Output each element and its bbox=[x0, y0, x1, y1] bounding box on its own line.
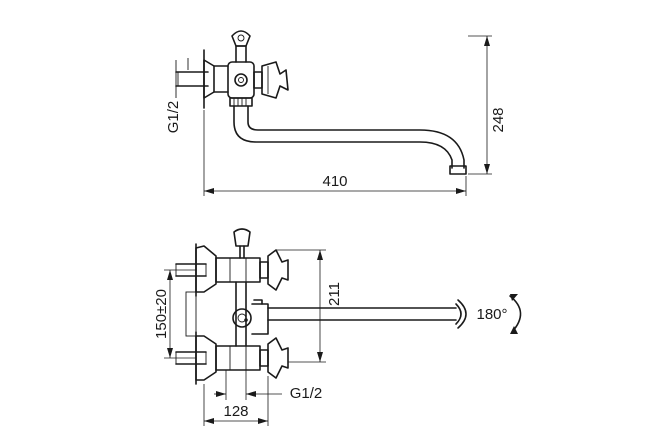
top-view: 248 410 G1/2 bbox=[165, 30, 507, 196]
thread-leader bbox=[214, 370, 282, 400]
dim-128 bbox=[203, 376, 269, 426]
dim-211-label: 211 bbox=[326, 282, 343, 306]
dim-211 bbox=[276, 249, 326, 363]
valve-body-upper bbox=[215, 249, 289, 291]
dim-248 bbox=[468, 35, 492, 175]
cross-handle-top bbox=[253, 61, 289, 99]
dim-410-label: 410 bbox=[322, 173, 347, 190]
dim-150-label: 150±20 bbox=[153, 289, 170, 339]
dim-128-label: 128 bbox=[223, 403, 248, 420]
valve-body-lower bbox=[215, 337, 289, 379]
riser bbox=[232, 228, 269, 347]
rotation-label: 180° bbox=[476, 306, 507, 323]
spout-front bbox=[267, 299, 467, 329]
dim-410 bbox=[203, 110, 467, 196]
mixer-body bbox=[227, 30, 255, 107]
front-view: 180° 150±20 211 G1/2 bbox=[153, 228, 522, 426]
rotation-icon bbox=[509, 294, 522, 334]
spout-top bbox=[233, 105, 453, 169]
dim-248-label: 248 bbox=[490, 107, 507, 132]
thread-label-top: G1/2 bbox=[165, 101, 182, 134]
dim-150 bbox=[164, 269, 196, 359]
thread-label-front: G1/2 bbox=[290, 385, 323, 402]
flange bbox=[203, 59, 215, 99]
